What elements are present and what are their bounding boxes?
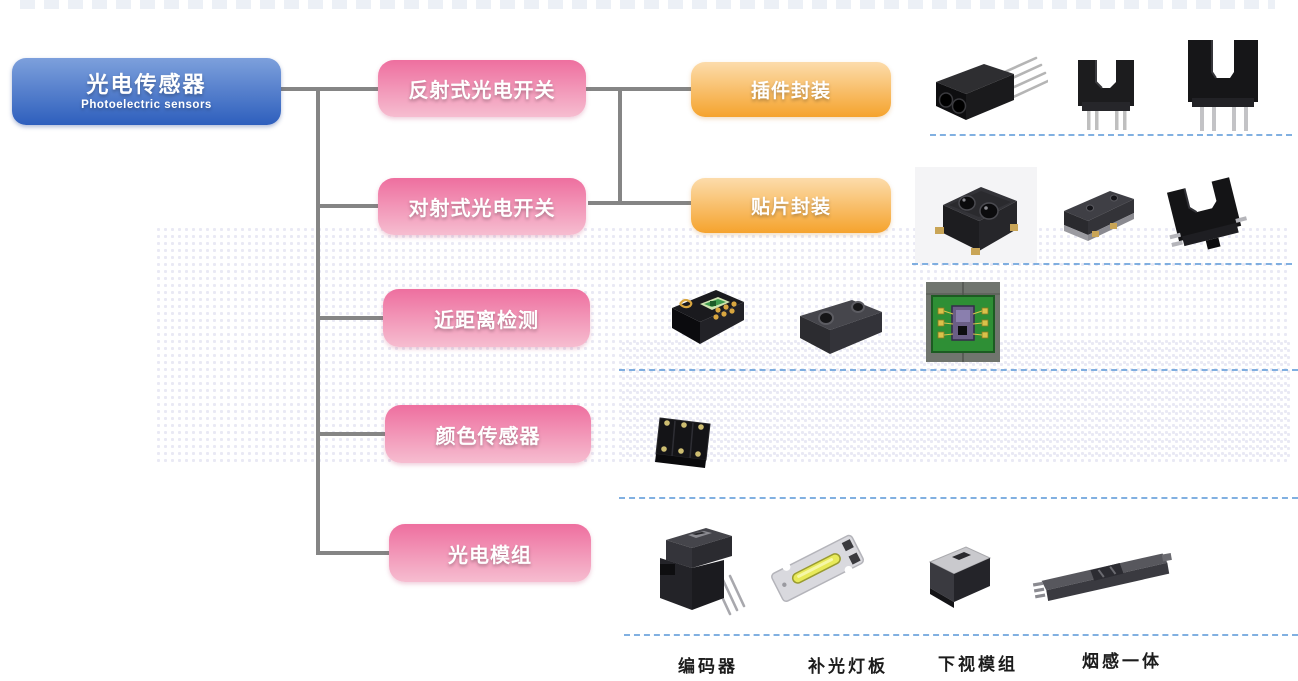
connector-trunk [316, 87, 320, 555]
encoder-module-photo [660, 528, 746, 616]
category-through-beam-switch: 对射式光电开关 [378, 178, 586, 235]
connector-branch-cat5 [318, 551, 391, 555]
top-faded-strip [20, 0, 1275, 9]
fill-light-board-photo [771, 534, 865, 603]
slotted-switch-dip-large-photo [1188, 40, 1258, 131]
category-proximity-detection: 近距离检测 [383, 289, 590, 347]
smoke-sensor-bar-photo [1032, 553, 1172, 602]
category-photoelectric-module: 光电模组 [389, 524, 591, 582]
category-label: 近距离检测 [434, 309, 539, 332]
connector-branch-cat3 [318, 316, 385, 320]
root-title: 光电传感器 [86, 72, 207, 98]
reflective-switch-smd-photo [915, 167, 1037, 263]
connector-branch-cat4 [318, 432, 387, 436]
category-label: 颜色传感器 [435, 425, 541, 448]
chip-die-photo [926, 282, 1000, 362]
color-sensor-chip-photo [655, 417, 711, 468]
proximity-chip-photo [672, 290, 744, 344]
module-label-encoder: 编码器 [678, 657, 738, 676]
module-label-fill-light-board: 补光灯板 [808, 657, 888, 676]
category-color-sensor: 颜色传感器 [385, 405, 591, 463]
package-label: 贴片封装 [750, 197, 831, 218]
proximity-block-photo [800, 300, 882, 354]
category-label: 光电模组 [448, 544, 532, 567]
connector-root-to-cat1 [281, 87, 381, 91]
reflective-switch-dip-photo [936, 56, 1048, 120]
connector-cat2-to-pkg2 [588, 201, 691, 205]
emitter-smd-photo [1064, 191, 1134, 241]
dashed-separator-2 [912, 263, 1292, 265]
package-plugin: 插件封装 [691, 62, 891, 117]
connector-pkg-trunk [618, 87, 622, 205]
down-view-module-photo [928, 546, 992, 608]
dashed-separator-1 [930, 134, 1292, 136]
category-label: 对射式光电开关 [408, 198, 556, 220]
module-label-smoke-sensor: 烟感一体 [1082, 652, 1162, 671]
root-subtitle: Photoelectric sensors [81, 98, 212, 111]
category-label: 反射式光电开关 [408, 80, 556, 102]
connector-cat1-to-pkg1 [586, 87, 691, 91]
package-label: 插件封装 [750, 81, 831, 102]
slotted-switch-dip-small-photo [1078, 60, 1134, 130]
module-label-down-view-module: 下视模组 [938, 655, 1018, 674]
category-reflective-switch: 反射式光电开关 [378, 60, 586, 117]
dashed-separator-5 [624, 634, 1298, 636]
dashed-separator-3 [619, 369, 1298, 371]
dashed-separator-4 [619, 497, 1298, 499]
root-node-photoelectric-sensors: 光电传感器 Photoelectric sensors [12, 58, 281, 125]
connector-branch-cat2 [318, 204, 380, 208]
package-smd: 贴片封装 [691, 178, 891, 233]
slotted-switch-smd-photo [1166, 177, 1247, 250]
